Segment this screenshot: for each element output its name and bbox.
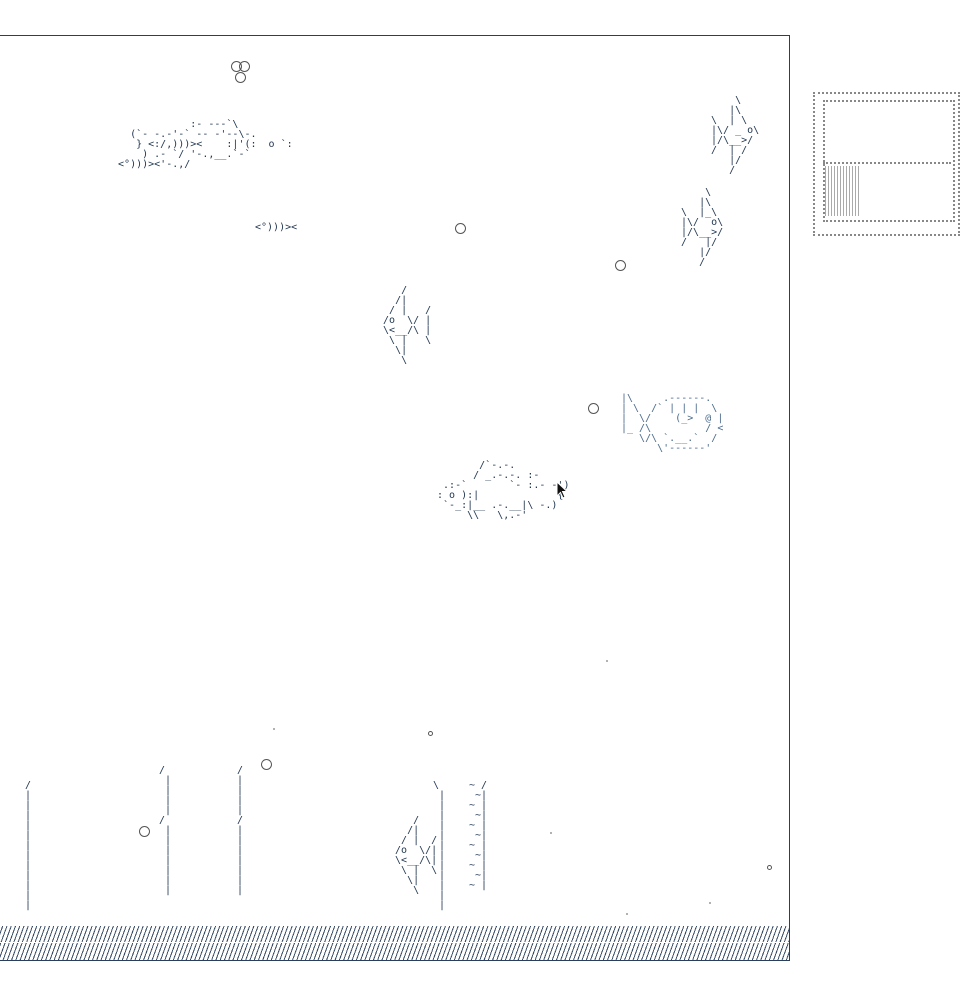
bubble [261, 759, 272, 770]
bubble [139, 826, 150, 837]
big-fish-top-left: :- ---`\ (`- -.-'-` -- -'--\-. } <:/,)))… [118, 119, 293, 170]
bubble [767, 865, 772, 870]
bubble [455, 223, 466, 234]
particle [626, 913, 628, 915]
particle [709, 902, 711, 904]
particle [606, 660, 608, 662]
minimap-inner [823, 100, 955, 222]
seaweed-5: ~ / ~| ~ | ~| ~ | ~| ~ | ~| ~ | ~| ~ | [469, 780, 488, 891]
minimap-frame [813, 92, 960, 236]
seaweed-4: \ | | | | | | | | | | | | [433, 780, 446, 911]
bubble [239, 61, 250, 72]
seaweed-2: / | | | | / | | | | | | | [159, 765, 172, 896]
particle [273, 728, 275, 730]
mouse-pointer-icon [556, 481, 569, 499]
particle [550, 832, 552, 834]
sand-floor [0, 926, 789, 960]
pufferfish: |\ .------. | \ /` | | | \ | \/ (_> @ | … [621, 393, 724, 454]
big-fish-center: /`-.-. / _.-.-. :- .:-` `- :.- -') : o )… [437, 460, 569, 521]
angelfish-center: / /| / | / /o \/ | \<__/\ | \ | \ \| \ [383, 285, 432, 366]
angelfish-right-top: \ |\ \ | \ |\/ _ o\ |/\__>/ / | / |/ / [711, 95, 760, 176]
angelfish-right-low: \ |\ \ |_\ |\/ o\ |/\__>/ / |/ |/ / [681, 187, 724, 268]
bubble [588, 403, 599, 414]
bubble [235, 72, 246, 83]
bubble [615, 260, 626, 271]
small-fish-mid: <°)))>< [255, 222, 298, 233]
window-minimap[interactable] [813, 92, 960, 236]
angelfish-bottom: / /| / | / /o \/| \<__/\| \ | \ \| \ [395, 815, 438, 896]
seaweed-1: / | | | | | | | | | | | | [25, 780, 32, 911]
bubble [428, 731, 433, 736]
aquarium-tank: :- ---`\ (`- -.-'-` -- -'--\-. } <:/,)))… [0, 35, 790, 961]
minimap-shade [825, 166, 861, 216]
seaweed-3: / | | | | / | | | | | | | [237, 765, 244, 896]
minimap-divider [823, 162, 951, 164]
